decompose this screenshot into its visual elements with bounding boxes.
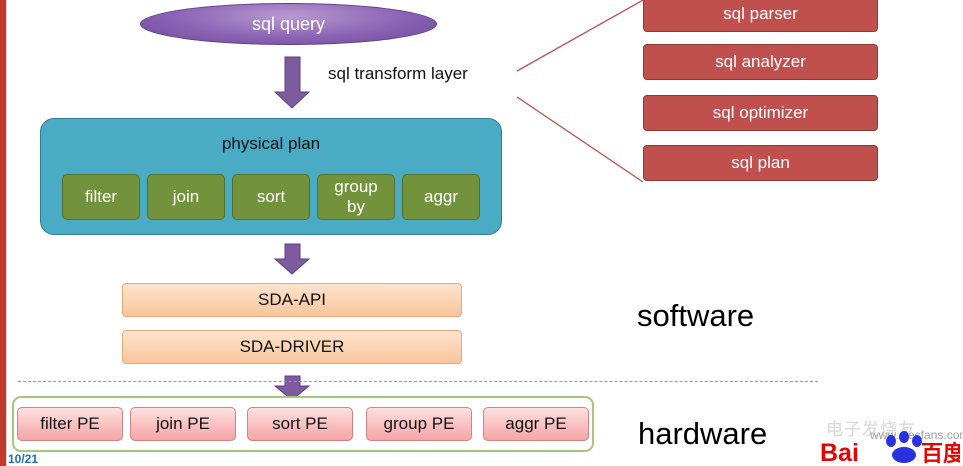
step-sql-analyzer: sql analyzer [643,44,878,80]
arrow-sda-to-pe [273,375,311,401]
operator-filter: filter [62,174,140,220]
sql-query-label: sql query [251,13,326,34]
page-number: 10/21 [8,452,39,466]
pe-group: group PE [366,407,472,441]
step-sql-plan: sql plan [643,145,878,181]
transform-layer-label: sql transform layer [328,64,468,83]
operator-group-by: group by [317,174,395,220]
pe-filter-label: filter PE [40,414,100,433]
baidu-logo: Bai 百度 [820,431,960,464]
arrow-query-to-plan [273,56,311,109]
pe-sort: sort PE [247,407,353,441]
operator-sort: sort [232,174,310,220]
step-sql-optimizer-label: sql optimizer [712,103,809,122]
software-hardware-divider [18,381,818,382]
svg-text:Bai: Bai [820,439,859,464]
connector-upper [516,0,644,72]
step-sql-parser: sql parser [643,0,878,32]
operator-aggr-label: aggr [423,187,459,206]
pe-sort-label: sort PE [272,414,328,433]
pe-aggr-label: aggr PE [505,414,567,433]
sda-api-box: SDA-API [122,283,462,317]
operator-sort-label: sort [256,187,286,206]
slide-edge-bar [0,0,6,466]
pe-join-label: join PE [156,414,210,433]
operator-filter-label: filter [84,187,118,206]
operator-join-label: join [172,187,200,206]
operator-join: join [147,174,225,220]
physical-plan-title: physical plan [221,134,321,153]
watermark-text: 电子发烧友 [826,420,916,439]
baidu-paw-icon [886,431,922,463]
sda-api-label: SDA-API [257,290,327,309]
sda-driver-label: SDA-DRIVER [239,337,345,356]
connector-lower [516,96,644,183]
svg-text:百度: 百度 [921,441,960,464]
step-sql-parser-label: sql parser [723,4,798,23]
operator-aggr: aggr [402,174,480,220]
pe-filter: filter PE [17,407,123,441]
step-sql-plan-label: sql plan [731,153,790,172]
software-label: software [637,298,755,333]
pe-aggr: aggr PE [483,407,589,441]
pe-group-label: group PE [383,414,455,433]
hardware-label: hardware [638,416,768,451]
arrow-plan-to-sda [273,243,311,275]
operator-group-by-label: group by [334,177,378,216]
sql-query-node: sql query [140,3,437,45]
slide-edge-divider [6,0,7,466]
step-sql-optimizer: sql optimizer [643,95,878,131]
pe-join: join PE [130,407,236,441]
sda-driver-box: SDA-DRIVER [122,330,462,364]
step-sql-analyzer-label: sql analyzer [715,52,806,71]
